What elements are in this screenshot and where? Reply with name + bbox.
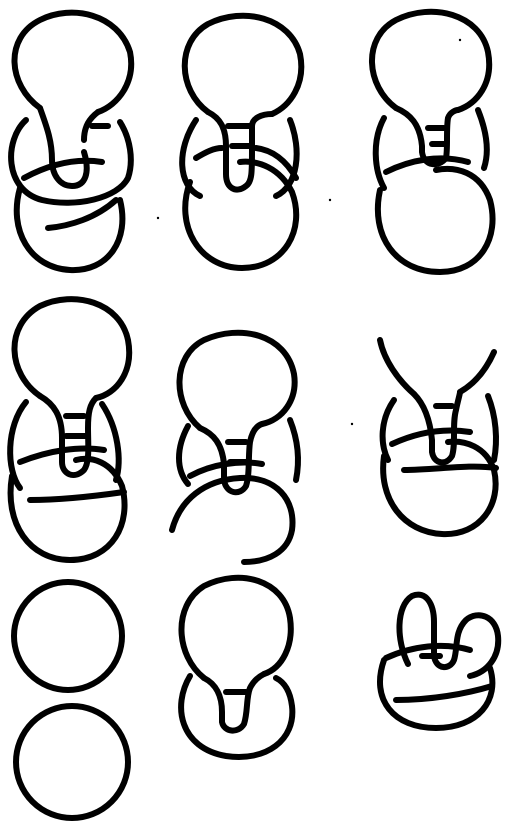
- panel-r1c2: [182, 16, 301, 268]
- crossing-left: [196, 148, 222, 158]
- middle-arc-left: [376, 118, 384, 188]
- lower-inner-arc: [396, 686, 492, 700]
- middle-arc-right: [488, 396, 496, 460]
- middle-arc-right: [478, 110, 487, 168]
- scan-speck: [329, 199, 331, 201]
- lower-circle: [16, 706, 128, 818]
- upper-loop: [14, 13, 131, 112]
- panel-r1c3: [372, 12, 493, 272]
- open-strand-right: [460, 352, 494, 392]
- lower-circle: [380, 660, 492, 728]
- open-strand-left: [380, 340, 414, 394]
- upper-loop: [14, 299, 129, 398]
- upper-loop: [181, 578, 290, 678]
- upper-loop: [185, 16, 302, 114]
- lower-inner-arc: [30, 492, 124, 500]
- lower-circle: [378, 169, 493, 272]
- upper-loop: [372, 12, 489, 110]
- upper-circle: [14, 582, 122, 690]
- lower-circle: [185, 162, 296, 268]
- upper-loop: [179, 333, 294, 428]
- tongue: [204, 674, 264, 731]
- lower-crossing: [24, 161, 102, 178]
- panel-r1c1: [11, 13, 131, 270]
- panel-r3c3: [380, 595, 498, 728]
- tongue: [414, 392, 460, 462]
- middle-arc-left: [383, 400, 394, 460]
- panel-r2c3: [380, 340, 496, 534]
- panel-r3c2: [181, 578, 292, 757]
- panel-r2c1: [10, 299, 129, 560]
- panel-r2c2: [172, 333, 298, 562]
- middle-arc-right: [290, 420, 298, 480]
- middle-arc-left: [179, 426, 188, 484]
- panel-r3c1: [14, 582, 128, 818]
- scan-speck: [351, 423, 353, 425]
- lower-arc: [181, 676, 292, 757]
- lower-circle: [383, 442, 495, 534]
- scan-speck: [459, 39, 461, 41]
- scan-speck: [157, 217, 159, 219]
- upper-loop: [399, 595, 498, 676]
- lower-inner-arc: [404, 467, 496, 470]
- upper-loop-tongue-left: [40, 108, 87, 186]
